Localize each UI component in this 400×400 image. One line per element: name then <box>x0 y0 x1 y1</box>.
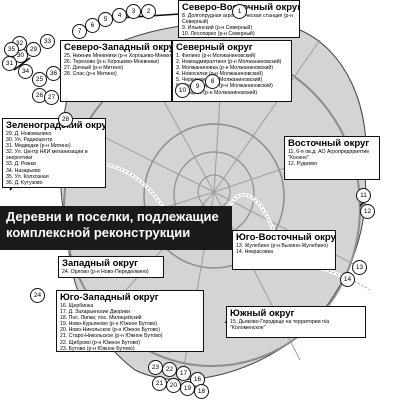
village-item: 30. Ул. Радиоцентр <box>6 137 53 144</box>
district-northwest-title: Северо-Западный округ <box>64 42 172 53</box>
village-item: 18. Пос. Липки, пос. Милицейский <box>60 315 142 322</box>
village-marker-11: 11 <box>356 188 371 203</box>
village-item: 2. Новоадмиралтиня (р-н Молжаниновский) <box>176 59 282 66</box>
village-item: 12. Руднево <box>288 161 317 168</box>
village-marker-10: 10 <box>175 83 190 98</box>
village-marker-20: 20 <box>166 378 181 393</box>
village-marker-2: 2 <box>141 4 156 19</box>
district-west-title: Западный округ <box>62 258 139 269</box>
village-item: 32. Ул. Центр НКИ механизации и энергети… <box>6 149 88 162</box>
district-east-title: Восточный округ <box>288 138 370 149</box>
village-item: 6. Мельнилирово (р-н Молжаниновский) <box>176 83 273 90</box>
district-zelenograd-box: Зеленоградский округ 29. Д. Новомалино 3… <box>2 118 106 188</box>
village-item: 36. Д. Кутузово <box>6 179 43 186</box>
district-east-list: 11. 6-я ов.д. АО Агропредприятие "Косино… <box>288 149 376 167</box>
village-item: 9. Ильинский (р-н Северный) <box>182 25 253 32</box>
village-marker-23: 23 <box>148 360 163 375</box>
district-southwest-list: 16. Щербинка 17. Д. Захарьинские Дворики… <box>60 303 200 352</box>
village-item: 28. Спас (р-н Митино) <box>64 71 117 78</box>
village-item: 27. Дачный (р-н Митино) <box>64 65 124 72</box>
village-marker-9: 9 <box>190 79 205 94</box>
village-marker-36: 36 <box>46 66 61 81</box>
village-marker-33: 33 <box>40 34 55 49</box>
village-item: 25. Нижние Мневники (р-н Хорошево-Мневни… <box>64 53 172 59</box>
village-item: 21. Старо-Никольское (р-н Южное Бутово) <box>60 333 163 340</box>
district-northwest-list: 25. Нижние Мневники (р-н Хорошево-Мневни… <box>64 53 172 78</box>
village-marker-3: 3 <box>126 4 141 19</box>
village-marker-27: 27 <box>44 90 59 105</box>
village-marker-8: 8 <box>205 74 220 89</box>
village-marker-14: 14 <box>340 272 355 287</box>
district-zelenograd-list: 29. Д. Новомалино 30. Ул. Радиоцентр 31.… <box>6 131 102 186</box>
district-west-box: Западный округ 24. Орлово (р-н Ново-Пере… <box>58 256 164 278</box>
village-marker-12: 12 <box>360 204 375 219</box>
moskva-river-edge <box>59 163 371 291</box>
village-item: 26. Терехово (р-н Хорошево-Мневники) <box>64 59 160 66</box>
village-item: 23. Бутово (р-н Южное Бутово) <box>60 345 135 352</box>
district-north-box: Северный округ 1. Филино (р-н Молжанинов… <box>172 40 292 102</box>
district-southwest-box: Юго-Западный округ 16. Щербинка 17. Д. З… <box>56 290 204 352</box>
district-south-box: Южный округ 15. Дьяково-Городище на терр… <box>226 306 366 338</box>
village-marker-31: 31 <box>2 56 17 71</box>
village-item: 29. Д. Новомалино <box>6 131 52 137</box>
district-southeast-title: Юго-Восточный округ <box>236 232 336 243</box>
village-item: 20. Ново-Никольское (р-н Южное Бутово) <box>60 327 161 334</box>
village-marker-6: 6 <box>85 18 100 33</box>
map-title-line1: Деревни и поселки, подлежащие <box>6 209 219 224</box>
village-marker-18: 18 <box>194 384 209 399</box>
village-item: 24. Орлово (р-н Ново-Переделкино) <box>62 269 149 275</box>
village-marker-24: 24 <box>30 288 45 303</box>
district-northwest-box: Северо-Западный округ 25. Нижние Мневник… <box>60 40 172 102</box>
map-title-line2: комплексной реконструкции <box>6 225 191 240</box>
village-item: 14. Некрасовка <box>236 249 273 256</box>
district-west-list: 24. Орлово (р-н Ново-Переделкино) <box>62 269 160 275</box>
village-marker-25: 25 <box>32 72 47 87</box>
village-marker-34: 34 <box>18 64 33 79</box>
district-southeast-box: Юго-Восточный округ 13. Жулебино (р-н Вы… <box>232 230 336 270</box>
village-marker-19: 19 <box>180 381 195 396</box>
village-marker-35: 35 <box>4 42 19 57</box>
village-item: 1. Филино (р-н Молжаниновский) <box>176 53 256 59</box>
district-southeast-list: 13. Жулебино (р-н Выхино-Жулебино) 14. Н… <box>236 243 332 255</box>
village-item: 15. Дьяково-Городище на территории п/а "… <box>230 319 330 332</box>
village-marker-13: 13 <box>352 260 367 275</box>
village-item: 10. Лесопарко (р-н Северный) <box>182 31 255 38</box>
village-item: 22. Щиброво (р-н Южное Бутово) <box>60 339 141 346</box>
village-item: 34. Назарьево <box>6 167 41 174</box>
district-north-title: Северный округ <box>176 42 253 53</box>
village-item: 17. Д. Захарьинские Дворики <box>60 309 130 316</box>
village-marker-17: 17 <box>176 366 191 381</box>
village-marker-28: 28 <box>58 112 73 127</box>
village-item: 11. 6-я ов.д. АО Агропредприятие "Косино… <box>288 149 370 162</box>
district-south-list: 15. Дьяково-Городище на территории п/а "… <box>230 319 362 331</box>
village-item: 4. Новоселки (р-н Молжаниновский) <box>176 71 263 78</box>
third-ring-road <box>143 123 285 269</box>
district-zelenograd-title: Зеленоградский округ <box>6 120 106 131</box>
village-item: 13. Жулебино (р-н Выхино-Жулебино) <box>236 243 328 249</box>
village-marker-1: 1 <box>232 4 247 19</box>
village-item: 31. Медведки (р-н Митино) <box>6 143 71 150</box>
village-item: 16. Щербинка <box>60 303 94 309</box>
village-item: 33. Д. Рожки <box>6 161 36 168</box>
district-east-box: Восточный округ 11. 6-я ов.д. АО Агропре… <box>284 136 380 180</box>
district-southwest-title: Юго-Западный округ <box>60 292 159 303</box>
village-item: 3. Молжаниновка (р-н Молжаниновский) <box>176 65 274 72</box>
village-item: 19. Ново-Курьяново (р-н Южное Бутово) <box>60 321 158 328</box>
village-marker-21: 21 <box>152 376 167 391</box>
district-south-title: Южный округ <box>230 308 295 319</box>
village-marker-5: 5 <box>98 12 113 27</box>
village-marker-7: 7 <box>72 24 87 39</box>
map-title-banner: Деревни и поселки, подлежащие комплексно… <box>0 206 232 250</box>
village-marker-22: 22 <box>162 362 177 377</box>
village-item: 35. Ул. Колхозная <box>6 173 49 180</box>
village-marker-29: 29 <box>26 42 41 57</box>
village-marker-4: 4 <box>112 8 127 23</box>
village-item: 7. Бурцево (р-н Молжаниновский) <box>176 89 258 96</box>
